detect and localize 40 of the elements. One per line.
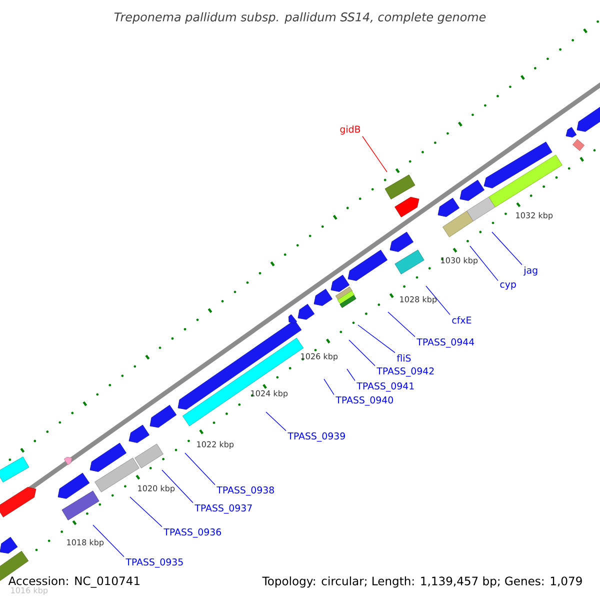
leader-line: [362, 136, 388, 172]
leader-line: [426, 286, 450, 316]
gene-label: TPASS_0936: [164, 528, 222, 538]
gene-label: TPASS_0940: [336, 396, 393, 406]
leader-line: [348, 340, 376, 366]
leader-line: [346, 368, 356, 382]
leader-line: [470, 246, 498, 282]
gene-label: gidB: [340, 125, 360, 135]
scale-label: 1024 kbp: [251, 390, 288, 398]
scale-label: 1016 kbp: [11, 587, 48, 595]
scale-label: 1020 kbp: [138, 485, 175, 493]
gene-label: fliS: [396, 354, 411, 362]
leader-line: [324, 378, 334, 396]
leader-line: [184, 452, 216, 486]
scale-label: 1028 kbp: [400, 296, 437, 304]
gene-label: TPASS_0944: [416, 338, 474, 348]
gene-label: cfxE: [452, 316, 472, 324]
title: Treponema pallidum subsp. pallidum SS14, complete genome: [114, 12, 486, 24]
scale-label: 1032 kbp: [516, 212, 553, 220]
summary-text: Topology: circular; Length: 1,139,457 bp; Genes: 1,079: [262, 576, 582, 588]
scale-label: 1030 kbp: [441, 257, 478, 265]
gene-label: TPASS_0942: [376, 367, 434, 377]
leader-line: [266, 412, 286, 432]
gene-label: TPASS_0937: [194, 504, 252, 514]
gene-label: TPASS_0935: [126, 558, 183, 568]
gene-label: TPASS_0938: [216, 486, 274, 496]
gene-label: cyp: [500, 282, 516, 290]
gene-label: jag: [524, 266, 538, 276]
leader-line: [92, 524, 124, 558]
leader-line: [492, 232, 522, 266]
leader-line: [162, 470, 194, 504]
accession-text: Accession: NC_010741: [8, 576, 140, 588]
gene-label: TPASS_0939: [288, 432, 345, 442]
leader-line: [358, 324, 396, 354]
scale-label: 1026 kbp: [301, 353, 338, 361]
scale-label: 1018 kbp: [67, 539, 104, 547]
leader-line: [130, 496, 162, 528]
leader-line: [388, 312, 416, 338]
scale-label: 1022 kbp: [197, 441, 234, 449]
gene-label: TPASS_0941: [356, 382, 414, 392]
